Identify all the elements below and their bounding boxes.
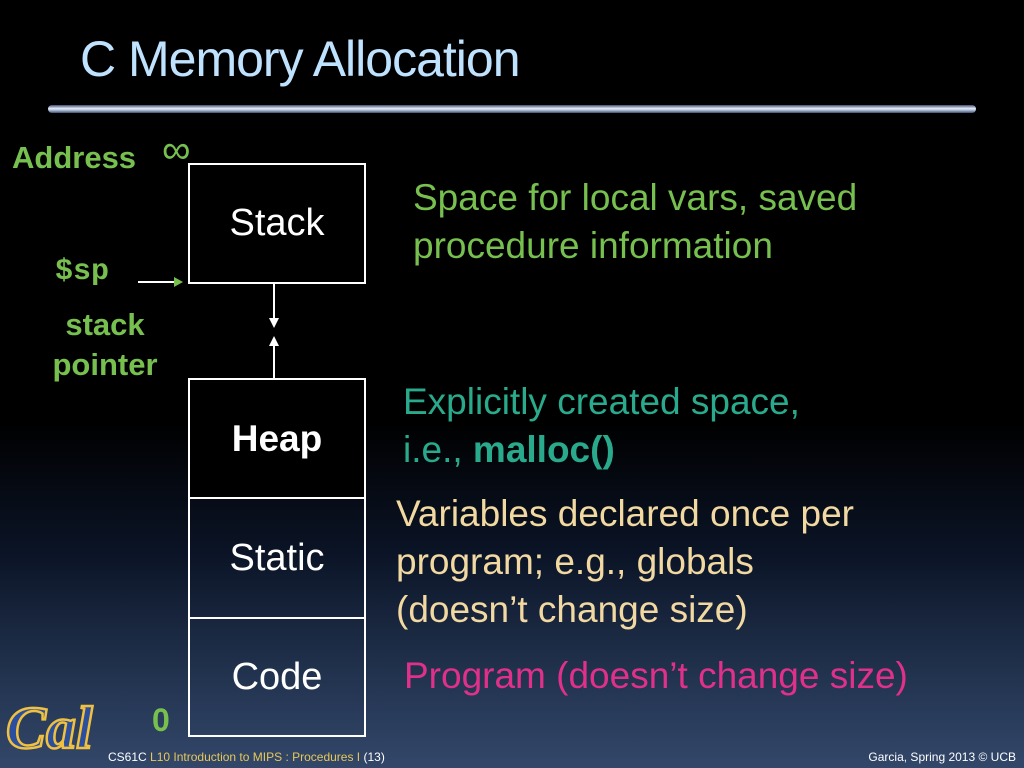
static-segment: Static bbox=[188, 497, 366, 619]
arrow-up-icon bbox=[269, 336, 279, 380]
cal-logo-icon: Cal bbox=[5, 694, 95, 762]
stack-desc-line1: Space for local vars, saved bbox=[413, 177, 858, 218]
cal-logo-text: Cal bbox=[6, 695, 93, 761]
footer-lecture-title: L10 Introduction to MIPS : Procedures I bbox=[150, 750, 361, 764]
stack-description: Space for local vars, saved procedure in… bbox=[413, 174, 857, 270]
heap-description: Explicitly created space, i.e., malloc() bbox=[403, 378, 800, 474]
static-description: Variables declared once per program; e.g… bbox=[396, 490, 854, 634]
malloc-keyword: malloc() bbox=[472, 429, 615, 470]
sp-desc-line1: stack bbox=[65, 307, 145, 342]
address-zero-label: 0 bbox=[152, 702, 170, 738]
title-divider bbox=[48, 105, 976, 113]
footer-page-number: (13) bbox=[360, 750, 385, 764]
footer-course-info: CS61C L10 Introduction to MIPS : Procedu… bbox=[108, 750, 385, 764]
static-desc-line3: (doesn’t change size) bbox=[396, 589, 748, 630]
code-segment-label: Code bbox=[231, 655, 323, 698]
heap-desc-line1: Explicitly created space, bbox=[403, 381, 800, 422]
static-segment-label: Static bbox=[229, 536, 325, 579]
code-segment: Code bbox=[188, 617, 366, 737]
footer-copyright: Garcia, Spring 2013 © UCB bbox=[868, 750, 1016, 764]
static-desc-line1: Variables declared once per bbox=[396, 493, 854, 534]
heap-desc-prefix: i.e., bbox=[403, 429, 473, 470]
arrow-down-icon bbox=[269, 284, 279, 328]
heap-segment: Heap bbox=[188, 378, 366, 499]
stack-segment-label: Stack bbox=[229, 202, 325, 244]
infinity-symbol: ∞ bbox=[162, 128, 191, 172]
sp-arrow-icon bbox=[138, 277, 183, 287]
sp-register-label: $sp bbox=[55, 255, 110, 289]
slide-title: C Memory Allocation bbox=[80, 31, 520, 87]
sp-desc-line2: pointer bbox=[52, 347, 158, 382]
address-label: Address bbox=[12, 140, 137, 175]
stack-desc-line2: procedure information bbox=[413, 225, 773, 266]
heap-desc-line2: i.e., malloc() bbox=[403, 426, 800, 474]
heap-segment-label: Heap bbox=[231, 417, 323, 459]
stack-pointer-description: stack pointer bbox=[30, 305, 180, 385]
footer-course: CS61C bbox=[108, 750, 151, 764]
stack-segment: Stack bbox=[188, 163, 366, 284]
code-description: Program (doesn’t change size) bbox=[404, 655, 908, 696]
static-desc-line2: program; e.g., globals bbox=[396, 541, 754, 582]
